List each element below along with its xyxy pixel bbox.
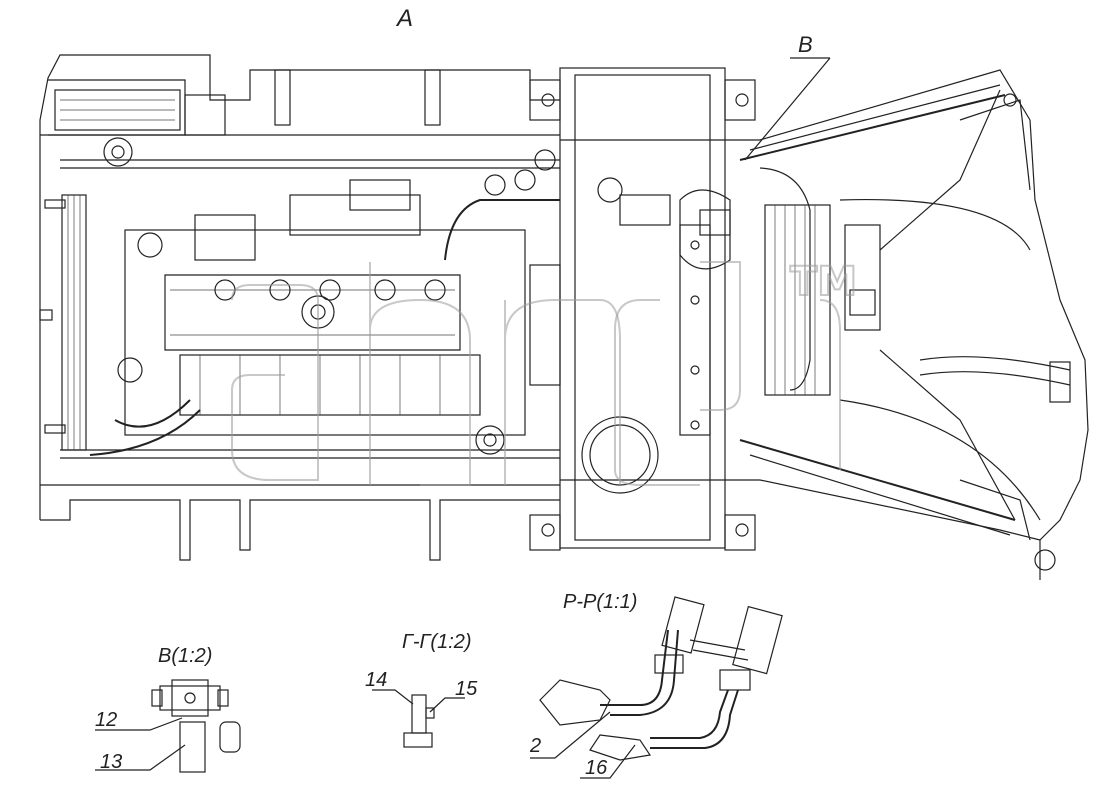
section-g-title: Г-Г(1:2) — [402, 631, 472, 653]
section-r: Р-Р(1:1) 2 16 — [529, 591, 783, 779]
detail-b: В(1:2) 12 13 — [95, 645, 241, 773]
radiator — [39, 194, 87, 451]
detail-b-title: В(1:2) — [158, 645, 212, 667]
callout-14-leader — [372, 689, 414, 705]
callout-15: 15 — [455, 678, 478, 700]
transfer-case — [484, 67, 756, 551]
callout-13-leader — [95, 744, 186, 771]
view-a-label: A — [395, 5, 413, 32]
callout-16: 16 — [585, 757, 608, 779]
engine — [89, 179, 560, 456]
callout-14: 14 — [365, 669, 387, 691]
callout-15-leader — [429, 697, 465, 713]
callout-12: 12 — [95, 709, 117, 731]
section-r-title: Р-Р(1:1) — [563, 591, 637, 613]
callout-12-leader — [95, 717, 183, 731]
view-b-leader — [744, 57, 831, 161]
section-g: Г-Г(1:2) 14 15 — [365, 631, 478, 748]
callout-2-leader — [530, 711, 611, 759]
watermark: TM — [231, 258, 858, 486]
front-module — [48, 79, 226, 167]
chassis-frame — [39, 54, 560, 561]
view-b-marker: В — [798, 32, 813, 57]
callout-16-leader — [580, 744, 636, 779]
callout-13: 13 — [100, 751, 122, 773]
callout-2: 2 — [529, 735, 541, 757]
rear-frame — [725, 69, 1089, 580]
trademark-mark: TM — [790, 259, 857, 305]
